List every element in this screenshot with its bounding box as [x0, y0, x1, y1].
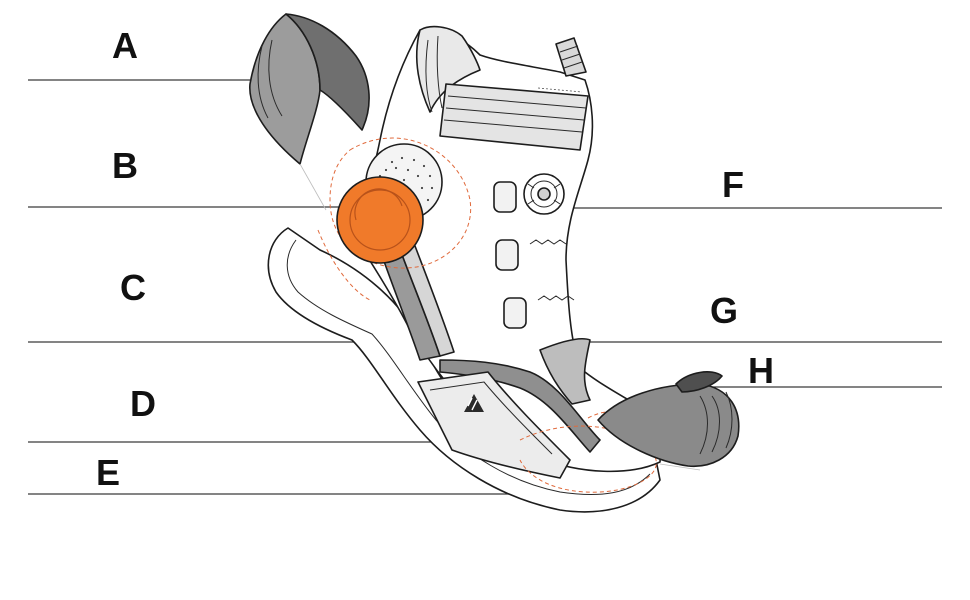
callout-label-g: G — [710, 290, 738, 331]
lacing-system — [493, 173, 575, 329]
callout-label-f: F — [722, 164, 744, 205]
callout-label-a: A — [112, 25, 138, 66]
heel-pad-dark — [285, 13, 370, 131]
callout-label-c: C — [120, 267, 146, 308]
lace-zigzag-1 — [529, 239, 567, 245]
top-strap-stitch — [537, 87, 583, 93]
shoe-illustration — [249, 13, 740, 513]
top-strap — [439, 83, 589, 151]
side-panel-light — [397, 237, 455, 357]
pull-tab-stripes — [559, 45, 583, 69]
heel-collar — [415, 25, 481, 113]
lace-eyelet-1 — [493, 181, 517, 213]
callout-label-b: B — [112, 145, 138, 186]
lace-eyelet-3 — [503, 297, 527, 329]
logo-panel — [417, 371, 571, 479]
logo-panel-inner — [429, 381, 553, 455]
orange-badge-ring — [349, 189, 411, 251]
explode-guide-h — [659, 463, 701, 471]
callout-label-d: D — [130, 383, 156, 424]
collar-lines — [425, 35, 443, 113]
explode-guide-a — [299, 163, 327, 211]
callout-labels: A B C D E F G H — [96, 25, 774, 493]
dial-center — [537, 187, 551, 201]
logo-stripes — [467, 397, 478, 411]
leader-lines — [28, 79, 942, 495]
lace-zigzag-2 — [537, 295, 575, 301]
toe-guide-1 — [519, 425, 657, 493]
top-strap-lines — [443, 95, 587, 133]
mudguard-strap — [539, 337, 591, 405]
heel-guide-ellipse — [329, 137, 472, 269]
orange-badge-arc — [354, 188, 403, 221]
heel-guide-lower — [317, 229, 371, 301]
heel-pad-contours — [257, 39, 283, 119]
dial-ring — [530, 180, 558, 208]
callout-label-e: E — [96, 452, 120, 493]
dial-ribs — [527, 183, 561, 205]
sole-inner-line — [286, 239, 651, 496]
three-stripe-triangle-logo — [464, 394, 484, 412]
toe-cap-contours — [699, 391, 733, 455]
callout-label-h: H — [748, 350, 774, 391]
lace-eyelet-2 — [495, 239, 519, 271]
toe-cap-top — [675, 371, 723, 393]
